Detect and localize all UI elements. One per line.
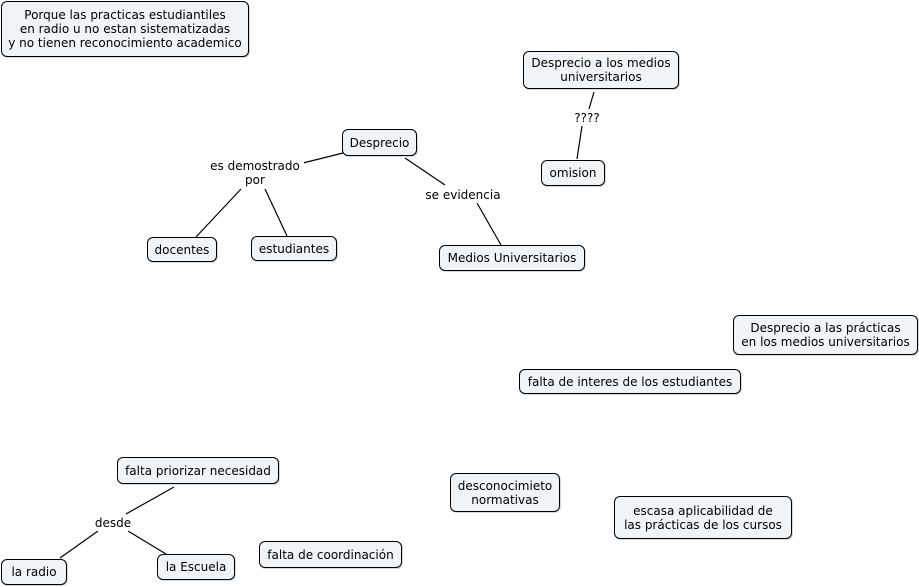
line-desprecio-medios-to-label [588, 91, 595, 110]
node-escasa-aplicabilidad[interactable]: escasa aplicabilidad de las prácticas de… [614, 496, 792, 539]
node-falta-interes-estudiantes[interactable]: falta de interes de los estudiantes [519, 369, 741, 394]
node-falta-priorizar-necesidad[interactable]: falta priorizar necesidad [117, 457, 279, 484]
node-desprecio-practicas[interactable]: Desprecio a las prácticas en los medios … [733, 315, 918, 355]
link-label-interrogantes: ???? [568, 110, 606, 126]
node-falta-coordinacion[interactable]: falta de coordinación [259, 541, 402, 568]
node-porque-practicas[interactable]: Porque las practicas estudiantiles en ra… [1, 1, 249, 57]
line-falta-priorizar-to-desde [125, 486, 175, 515]
node-la-radio[interactable]: la radio [1, 559, 67, 585]
node-omision[interactable]: omision [541, 160, 605, 186]
line-es-demostrado-to-docentes [195, 188, 242, 238]
link-label-desde: desde [90, 515, 136, 531]
link-label-se-evidencia: se evidencia [419, 186, 507, 203]
line-desprecio-to-se-evidencia [404, 157, 446, 186]
line-label-to-omision [576, 125, 583, 160]
node-medios-universitarios[interactable]: Medios Universitarios [439, 245, 585, 271]
link-label-es-demostrado-por: es demostrado por [206, 157, 304, 188]
node-desprecio-medios-universitarios[interactable]: Desprecio a los medios universitarios [523, 51, 679, 89]
line-se-evidencia-to-medios [476, 202, 502, 246]
node-docentes[interactable]: docentes [147, 237, 217, 262]
line-desde-to-la-radio [59, 530, 99, 559]
line-desde-to-la-escuela [127, 530, 167, 555]
node-desprecio[interactable]: Desprecio [342, 129, 417, 156]
node-estudiantes[interactable]: estudiantes [251, 236, 337, 261]
line-es-demostrado-to-estudiantes [264, 188, 288, 237]
node-desconocimiento-normativas[interactable]: desconocimieto normativas [450, 473, 560, 512]
line-desprecio-to-es-demostrado [302, 152, 344, 164]
node-la-escuela[interactable]: la Escuela [157, 554, 235, 580]
